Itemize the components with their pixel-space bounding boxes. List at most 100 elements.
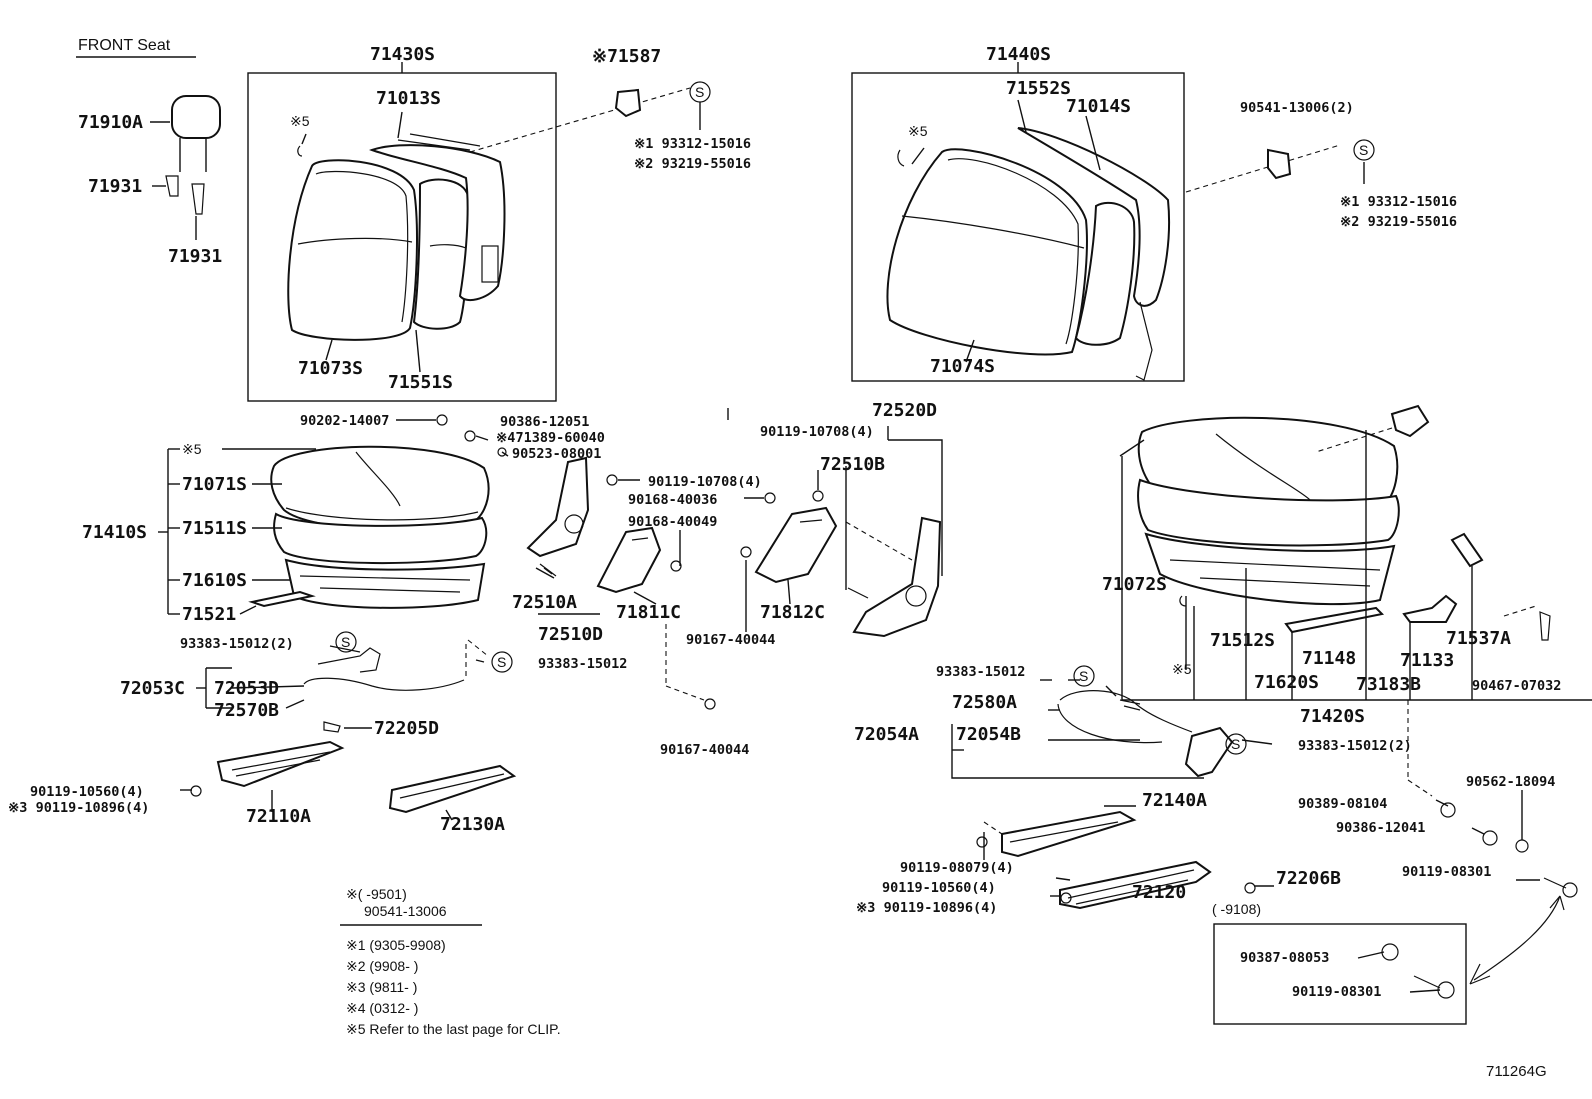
label-72510D: 72510D — [538, 624, 603, 645]
cable-72580A — [1059, 690, 1193, 733]
label-71812C: 71812C — [760, 602, 825, 623]
seatback-frame-left — [369, 144, 506, 302]
s-symbol-4: S — [491, 651, 513, 673]
lever-72053D — [317, 647, 381, 673]
label-90202-14007: 90202-14007 — [300, 413, 389, 429]
label-72053C: 72053C — [120, 678, 185, 699]
label-71440S: 71440S — [986, 44, 1051, 65]
label-90119-10560-a: 90119-10560(4) — [30, 784, 144, 800]
svg-text:S: S — [1079, 668, 1088, 684]
label-72570B: 72570B — [214, 700, 279, 721]
label-93219-55016-b: ※2 93219-55016 — [1340, 214, 1457, 230]
label-90119-08079: 90119-08079(4) — [900, 860, 1014, 876]
label-93312-15016-a: ※1 93312-15016 — [634, 136, 751, 152]
label-72520D: 72520D — [872, 400, 937, 421]
headrest — [171, 95, 221, 139]
legend-row-5: ※5 Refer to the last page for CLIP. — [346, 1021, 561, 1037]
label-71013S: 71013S — [376, 88, 441, 109]
label-72110A: 72110A — [246, 806, 311, 827]
seatback-frame-right — [1017, 127, 1171, 307]
label-range-9108: ( -9108) — [1212, 901, 1261, 917]
cable-72570B — [303, 677, 465, 691]
label-90119-10896-b: ※3 90119-10896(4) — [856, 900, 997, 916]
label-93312-15016-b: ※1 93312-15016 — [1340, 194, 1457, 210]
inset-box-9108 — [1213, 923, 1467, 1025]
lever-72054A — [1184, 726, 1234, 778]
seat-pan-71521 — [248, 590, 316, 608]
s-symbol-2: S — [1353, 139, 1375, 161]
label-71511S: 71511S — [182, 518, 247, 539]
svg-text:S: S — [497, 654, 506, 670]
rail-72110A — [216, 740, 345, 788]
label-72205D: 72205D — [374, 718, 439, 739]
label-72140A: 72140A — [1142, 790, 1207, 811]
legend-row-1: ※1 (9305-9908) — [346, 937, 446, 953]
s-symbol-1: S — [689, 81, 711, 103]
label-k5-c: ※5 — [182, 441, 202, 457]
label-90167-40044-a: 90167-40044 — [686, 632, 775, 648]
label-71133: 71133 — [1400, 650, 1454, 671]
label-71430S: 71430S — [370, 44, 435, 65]
seatback-pad-right — [1074, 201, 1136, 346]
label-71014S: 71014S — [1066, 96, 1131, 117]
label-71073S: 71073S — [298, 358, 363, 379]
seatback-cover-shape-right — [886, 148, 1088, 356]
label-90167-40044-b: 90167-40044 — [660, 742, 749, 758]
cable-72054B — [1057, 703, 1163, 744]
label-90168-40049: 90168-40049 — [628, 514, 717, 530]
headrest-support-1 — [165, 175, 179, 197]
legend-head-part: 90541-13006 — [364, 903, 447, 919]
seat-cushion-frame-right — [1144, 532, 1396, 606]
lever-71133 — [1402, 594, 1458, 623]
seat-pan-71148 — [1284, 606, 1385, 634]
label-90119-10708-b: 90119-10708(4) — [760, 424, 874, 440]
seatback-cover-shape-left — [287, 159, 418, 341]
seat-cushion-pad-right — [1137, 478, 1400, 547]
label-90389-08104: 90389-08104 — [1298, 796, 1387, 812]
diagram-header: FRONT Seat — [78, 37, 171, 54]
recliner-72520D — [852, 516, 942, 638]
label-k5-d: ※5 — [1172, 661, 1192, 677]
label-90119-08301-b: 90119-08301 — [1292, 984, 1381, 1000]
seat-cushion-frame-left — [284, 558, 486, 609]
label-90523-08001: 90523-08001 — [512, 446, 601, 462]
legend-row-3: ※3 (9811- ) — [346, 979, 417, 995]
label-93383-15012-2-a: 93383-15012(2) — [180, 636, 294, 652]
label-93383-15012-b: 93383-15012 — [936, 664, 1025, 680]
seat-cushion-cover-left — [270, 445, 490, 531]
label-71148: 71148 — [1302, 648, 1356, 669]
label-71620S: 71620S — [1254, 672, 1319, 693]
label-90386-12051: 90386-12051 — [500, 414, 589, 430]
label-72580A: 72580A — [952, 692, 1017, 713]
legend-head-range: ※( -9501) — [346, 886, 407, 902]
label-90119-10560-b: 90119-10560(4) — [882, 880, 996, 896]
label-93219-55016-a: ※2 93219-55016 — [634, 156, 751, 172]
diagram-code: 711264G — [1486, 1063, 1547, 1080]
label-73183B: 73183B — [1356, 674, 1421, 695]
label-71074S: 71074S — [930, 356, 995, 377]
label-90168-40036: 90168-40036 — [628, 492, 717, 508]
label-71931-b: 71931 — [168, 246, 222, 267]
label-90386-12041: 90386-12041 — [1336, 820, 1425, 836]
label-90119-10708-a: 90119-10708(4) — [648, 474, 762, 490]
label-71931-a: 71931 — [88, 176, 142, 197]
cover-71811C — [596, 526, 662, 594]
label-71537A: 71537A — [1446, 628, 1511, 649]
label-90387-08053: 90387-08053 — [1240, 950, 1329, 966]
rail-72120 — [1059, 860, 1212, 910]
label-72053D: 72053D — [214, 678, 279, 699]
label-72206B: 72206B — [1276, 868, 1341, 889]
legend-row-4: ※4 (0312- ) — [346, 1000, 418, 1016]
label-72054B: 72054B — [956, 724, 1021, 745]
label-90467-07032: 90467-07032 — [1472, 678, 1561, 694]
label-71610S: 71610S — [182, 570, 247, 591]
label-k5-a: ※5 — [290, 113, 310, 129]
svg-text:S: S — [1231, 736, 1240, 752]
rail-72130A — [388, 764, 517, 814]
cover-71587 — [614, 88, 642, 118]
label-90562-18094: 90562-18094 — [1466, 774, 1555, 790]
label-71811C: 71811C — [616, 602, 681, 623]
label-90541-13006-2: 90541-13006(2) — [1240, 100, 1354, 116]
s-symbol-5: S — [1073, 665, 1095, 687]
